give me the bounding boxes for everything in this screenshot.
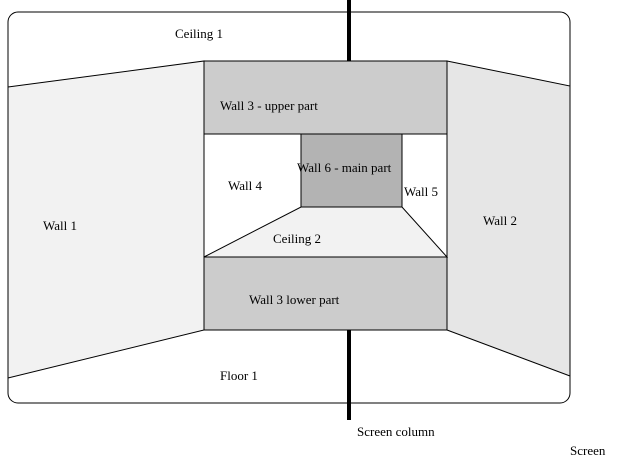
label-floor-1: Floor 1 <box>220 368 258 383</box>
label-wall-1: Wall 1 <box>43 218 77 233</box>
label-wall-2: Wall 2 <box>483 213 517 228</box>
label-wall-6-main: Wall 6 - main part <box>297 160 392 175</box>
wall-3-upper <box>203 60 448 135</box>
label-screen-column: Screen column <box>357 424 435 439</box>
wall-1 <box>7 60 205 379</box>
label-screen: Screen <box>570 443 606 458</box>
label-wall-3-lower: Wall 3 lower part <box>249 292 340 307</box>
label-wall-4: Wall 4 <box>228 178 262 193</box>
label-ceiling-1: Ceiling 1 <box>175 26 223 41</box>
wall-6-main <box>300 133 403 208</box>
wall-3-lower <box>203 256 448 331</box>
label-wall-3-upper: Wall 3 - upper part <box>220 98 318 113</box>
label-wall-5: Wall 5 <box>404 184 438 199</box>
label-ceiling-2: Ceiling 2 <box>273 231 321 246</box>
